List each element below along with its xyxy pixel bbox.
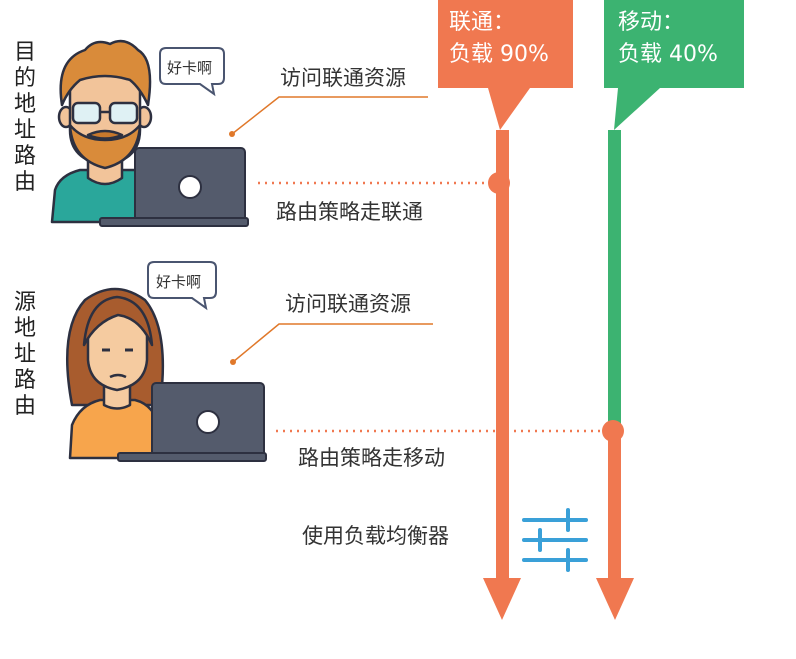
route-label-1: 路由策略走联通 <box>276 200 423 224</box>
unicom-line <box>496 130 509 585</box>
mobile-isp-name: 移动： <box>618 10 685 35</box>
mobile-arrowhead <box>596 578 634 620</box>
unicom-arrowhead <box>483 578 521 620</box>
side-label-source-routing: 源地址路由 <box>14 290 37 419</box>
access-label-2: 访问联通资源 <box>285 292 411 316</box>
route-label-2: 路由策略走移动 <box>298 446 445 470</box>
laptop-1-logo <box>178 175 202 199</box>
unicom-isp-name: 联通： <box>449 10 516 35</box>
unicom-isp-flag <box>438 0 573 130</box>
laptop-2-logo <box>196 410 220 434</box>
laptop-2-base <box>117 452 267 462</box>
mobile-line <box>608 130 621 430</box>
unicom-isp-load: 负载 90% <box>449 42 549 67</box>
leader-line-2 <box>230 323 433 365</box>
leader-line-1 <box>229 96 428 137</box>
load-balancer-label: 使用负载均衡器 <box>302 524 449 548</box>
mobile-isp-load: 负载 40% <box>618 42 718 67</box>
speech-bubble-1 <box>159 47 225 97</box>
speech-bubble-1-text: 好卡啊 <box>167 59 213 77</box>
access-label-1: 访问联通资源 <box>280 66 406 90</box>
speech-bubble-2-text: 好卡啊 <box>156 273 202 291</box>
mobile-line-orange-tail <box>608 430 621 585</box>
route-junction-dot-1 <box>488 172 510 194</box>
speech-bubble-2 <box>147 261 217 311</box>
mobile-isp-flag <box>604 0 744 130</box>
sliders-icon <box>522 508 588 572</box>
woman-avatar <box>65 287 165 460</box>
route-junction-dot-2 <box>602 420 624 442</box>
laptop-1-base <box>99 217 249 227</box>
side-label-destination-routing: 目的地址路由 <box>14 40 37 195</box>
